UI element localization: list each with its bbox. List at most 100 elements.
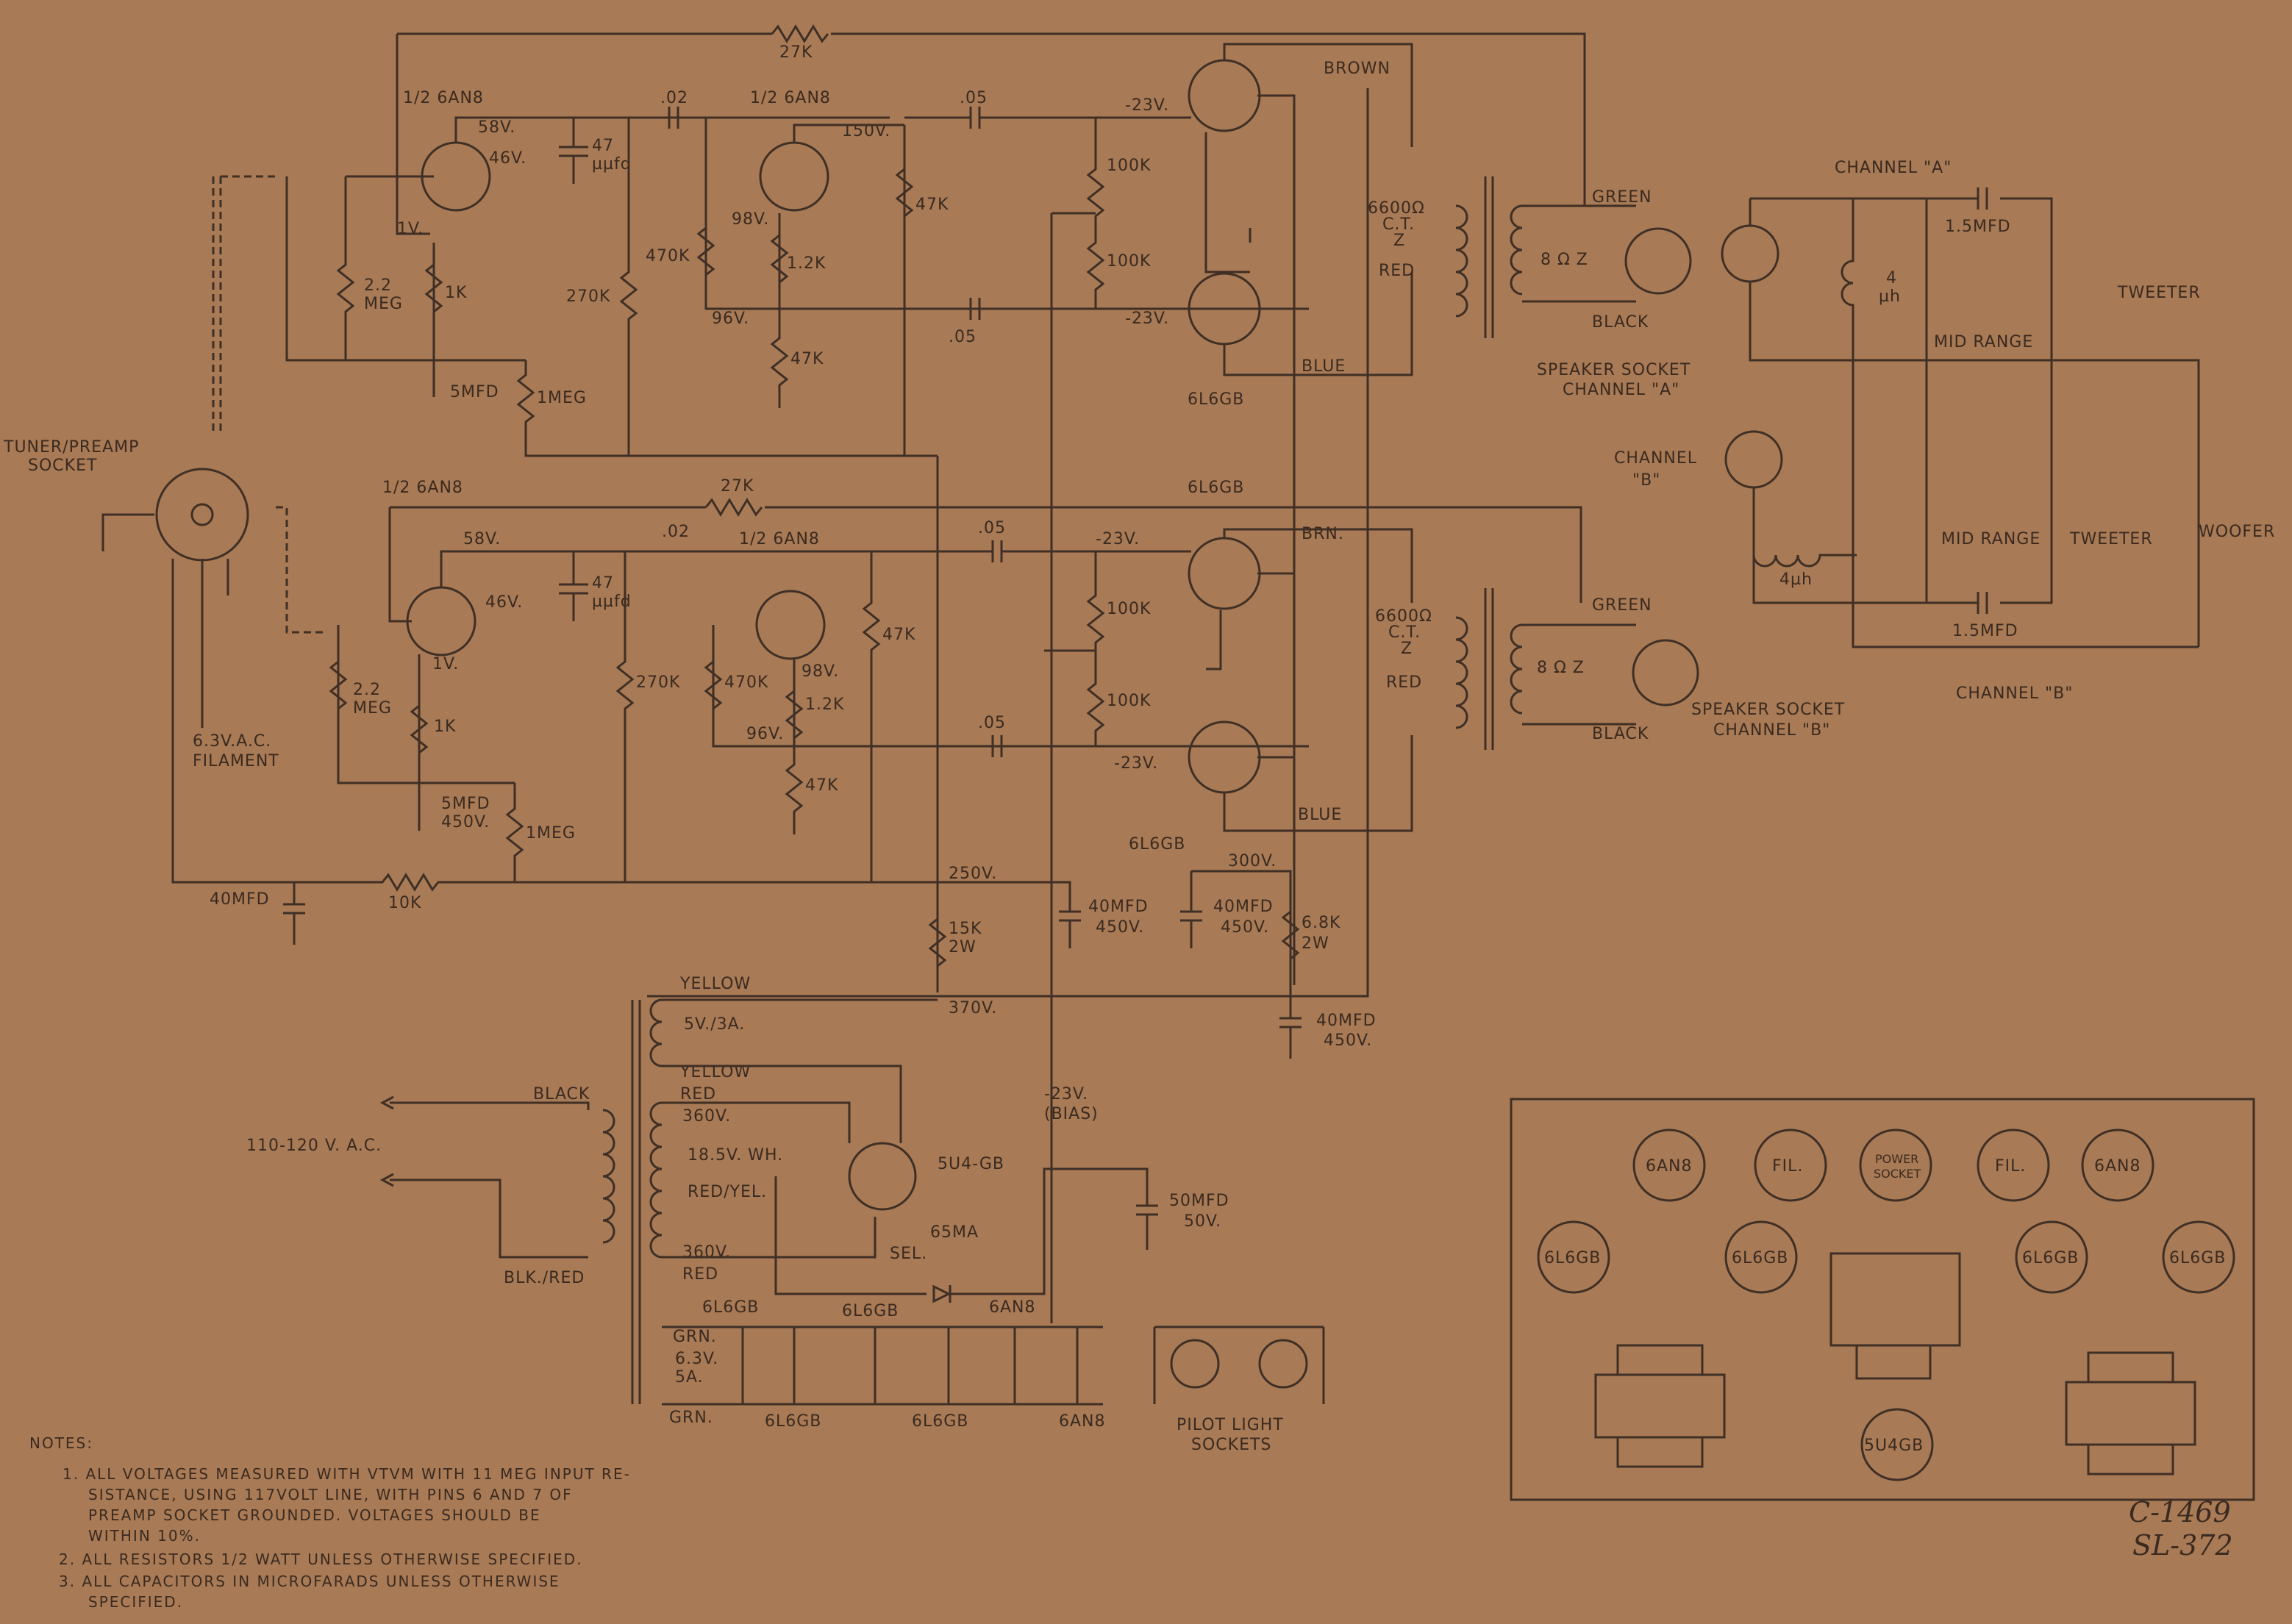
schematic-label: 2W (949, 938, 977, 956)
schematic-label: TWEETER (2069, 530, 2153, 548)
schematic-label: GRN. (673, 1328, 717, 1346)
schematic-label: .05 (978, 519, 1006, 537)
schematic-label: .05 (960, 89, 988, 107)
schematic-label: SL-372 (2132, 1529, 2233, 1562)
schematic-label: MEG (364, 295, 403, 313)
schematic-label: 450V. (1096, 918, 1144, 937)
schematic-label: -23V. (1125, 96, 1169, 115)
schematic-label: PILOT LIGHT (1177, 1416, 1284, 1434)
schematic-label: µh (1879, 287, 1901, 306)
schematic-label: "B" (1632, 471, 1660, 490)
schematic-label: -23V. (1044, 1085, 1088, 1103)
schematic-label: 1/2 6AN8 (382, 479, 463, 497)
schematic-label: 450V. (1324, 1031, 1372, 1050)
schematic-label: 450V. (441, 813, 490, 831)
schematic-label: 40MFD (1088, 898, 1149, 916)
schematic-label: 100K (1107, 252, 1151, 271)
schematic-label: C.T. (1382, 215, 1415, 234)
r27k-a: 27K (779, 43, 813, 62)
schematic-label: 27K (721, 477, 754, 496)
schematic-label: 46V. (485, 593, 523, 612)
schematic-label: 2.2 (353, 681, 381, 699)
schematic-label: 6600Ω (1368, 199, 1425, 218)
schematic-label: RED (1386, 673, 1422, 692)
tube-label-a1: 1/2 6AN8 (403, 89, 484, 107)
schematic-label: 4 (1886, 269, 1897, 287)
schematic-label: 6L6GB (1188, 390, 1244, 409)
schematic-label: 6600Ω (1375, 607, 1432, 626)
input-socket-a (1721, 224, 1779, 283)
drawing-number: C-1469 SL-372 (2129, 1496, 2233, 1562)
schematic-label: 6L6GB (702, 1298, 759, 1317)
schematic-label: 96V. (712, 310, 749, 328)
schematic-label: 6L6GB (2169, 1249, 2226, 1267)
schematic-label: SEL. (890, 1245, 927, 1263)
schematic-label: 58V. (478, 118, 515, 137)
schematic-label: 1MEG (526, 824, 576, 843)
schematic-label: TUNER/PREAMP (3, 438, 139, 457)
schematic-label: µµfd (592, 155, 632, 174)
notes: NOTES: 1. ALL VOLTAGES MEASURED WITH VTV… (29, 1434, 631, 1611)
schematic-label: 6L6GB (1732, 1249, 1788, 1267)
schematic-label: 1MEG (537, 389, 587, 407)
schematic-label: 50V. (1184, 1212, 1221, 1231)
schematic-label: Z (1401, 640, 1413, 658)
power-supply: 250V. 15K 2W 40MFD 450V. 40MFD 450V. 300… (246, 88, 1376, 1454)
schematic-label: 47K (805, 776, 838, 795)
tube-6an8-b1 (406, 586, 476, 657)
schematic-label: .05 (949, 328, 977, 346)
schematic-label: FIL. (1995, 1157, 2026, 1176)
schematic-label: 1K (445, 284, 467, 302)
schematic-label: GRN. (669, 1409, 713, 1427)
schematic-label: 270K (566, 287, 610, 306)
crossover-network: CHANNEL "A" 1.5MFD 4 µh MID RANGE TWEETE… (1614, 159, 2275, 703)
schematic-label: 1. ALL VOLTAGES MEASURED WITH VTVM WITH … (63, 1465, 631, 1483)
schematic-label: 6L6GB (842, 1302, 899, 1320)
schematic-label: BRN. (1302, 525, 1344, 543)
schematic-label: 3. ALL CAPACITORS IN MICROFARADS UNLESS … (59, 1573, 560, 1590)
input-socket-b (1724, 430, 1783, 489)
tube-5u4gb (848, 1142, 917, 1211)
notes-title: NOTES: (29, 1434, 93, 1452)
channel-b-circuit: 27K 1/2 6AN8 58V. 46V. 1V. 2.2 MEG 1K 5M… (329, 477, 1844, 882)
schematic-label: 47 (592, 137, 614, 155)
schematic-label: BLUE (1298, 806, 1342, 824)
schematic-label: FILAMENT (193, 752, 279, 770)
schematic-label: -23V. (1125, 310, 1169, 328)
tube-6an8-b2 (755, 590, 826, 660)
schematic-label: 1.2K (787, 254, 826, 273)
schematic-label: 10K (388, 894, 421, 912)
channel-a-circuit: 27K 1/2 6AN8 58V. 46V. 1V. 2.2 MEG 1K 5M… (285, 24, 1692, 1323)
schematic-label: SPEAKER SOCKET (1537, 361, 1691, 379)
schematic-label: 58V. (463, 530, 501, 548)
schematic-label: 6L6GB (2022, 1249, 2079, 1267)
schematic-label: 40MFD (1213, 898, 1274, 916)
schematic-label: 6.3V. (675, 1350, 718, 1368)
schematic-label: BLACK (1592, 725, 1649, 743)
schematic-label: 8 Ω Z (1537, 659, 1585, 677)
schematic-label: 6.8K (1302, 914, 1340, 932)
schematic-label: 50MFD (1169, 1192, 1229, 1210)
schematic-label: SPECIFIED. (88, 1593, 183, 1611)
tube-6l6gb-b1 (1188, 537, 1261, 610)
schematic-label: 47 (592, 574, 614, 593)
schematic-label: (BIAS) (1044, 1105, 1099, 1123)
schematic-label: .05 (978, 714, 1006, 732)
schematic-label: BROWN (1324, 60, 1390, 78)
schematic-label: CHANNEL "A" (1835, 159, 1952, 177)
schematic-label: 5A. (675, 1368, 704, 1387)
schematic-label: BLK./RED (504, 1269, 585, 1287)
schematic-label: 96V. (746, 725, 784, 743)
schematic-label: 250V. (949, 865, 997, 883)
schematic-label: CHANNEL "B" (1713, 721, 1830, 740)
schematic-label: 450V. (1221, 918, 1269, 937)
schematic-label: 6L6GB (1544, 1249, 1601, 1267)
schematic-label: C.T. (1388, 623, 1421, 642)
schematic-label: 6L6GB (765, 1412, 821, 1431)
schematic-label: 40MFD (210, 890, 270, 909)
schematic-label: 2. ALL RESISTORS 1/2 WATT UNLESS OTHERWI… (59, 1550, 583, 1568)
schematic-label: 98V. (802, 662, 839, 681)
schematic-label: WOOFER (2199, 523, 2275, 541)
tube-6an8-a2 (759, 141, 829, 212)
